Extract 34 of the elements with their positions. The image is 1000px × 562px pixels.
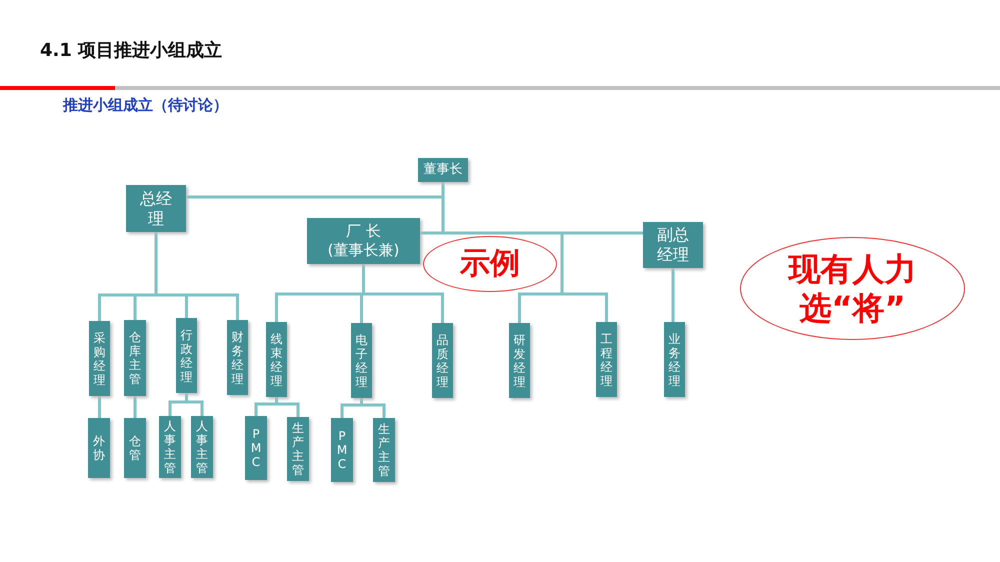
position-box: PMC — [331, 418, 353, 482]
connector-line — [185, 393, 204, 416]
position-box: PMC — [245, 416, 267, 480]
position-box: 工程经理 — [596, 322, 617, 397]
position-box: 仓管 — [124, 418, 146, 478]
connector-line — [672, 268, 674, 322]
position-box: 总经理 — [126, 185, 186, 232]
callout-ellipse: 现有人力选“将” — [740, 237, 965, 340]
connector-line — [98, 396, 101, 418]
position-box: 采购经理 — [89, 321, 110, 396]
position-box: 品质经理 — [432, 323, 453, 398]
position-box: 外协 — [88, 418, 110, 478]
position-box: 人事主管 — [191, 416, 213, 478]
position-box: 董事长 — [418, 158, 468, 182]
page-title: 4.1 项目推进小组成立 — [40, 39, 222, 62]
connector-line — [362, 264, 444, 323]
connector-line — [134, 396, 136, 418]
connector-line — [360, 398, 386, 418]
position-box: 财务经理 — [227, 320, 248, 395]
position-box: 线束经理 — [266, 322, 287, 397]
callout-ellipse: 示例 — [423, 236, 557, 292]
position-box: 电子经理 — [351, 323, 372, 398]
position-box: 研发经理 — [509, 323, 530, 398]
subtitle: 推进小组成立（待讨论） — [63, 96, 228, 115]
connector-line — [275, 397, 300, 417]
connector-line — [442, 182, 608, 322]
position-box: 厂 长 (董事长兼) — [307, 218, 420, 264]
position-box: 人事主管 — [159, 416, 181, 478]
position-box: 生产主管 — [373, 418, 395, 482]
position-box: 生产主管 — [287, 417, 309, 481]
position-box: 行政经理 — [176, 318, 197, 393]
position-box: 副总经理 — [643, 222, 703, 268]
position-box: 业务经理 — [664, 322, 685, 397]
position-box: 仓库主管 — [124, 320, 146, 396]
